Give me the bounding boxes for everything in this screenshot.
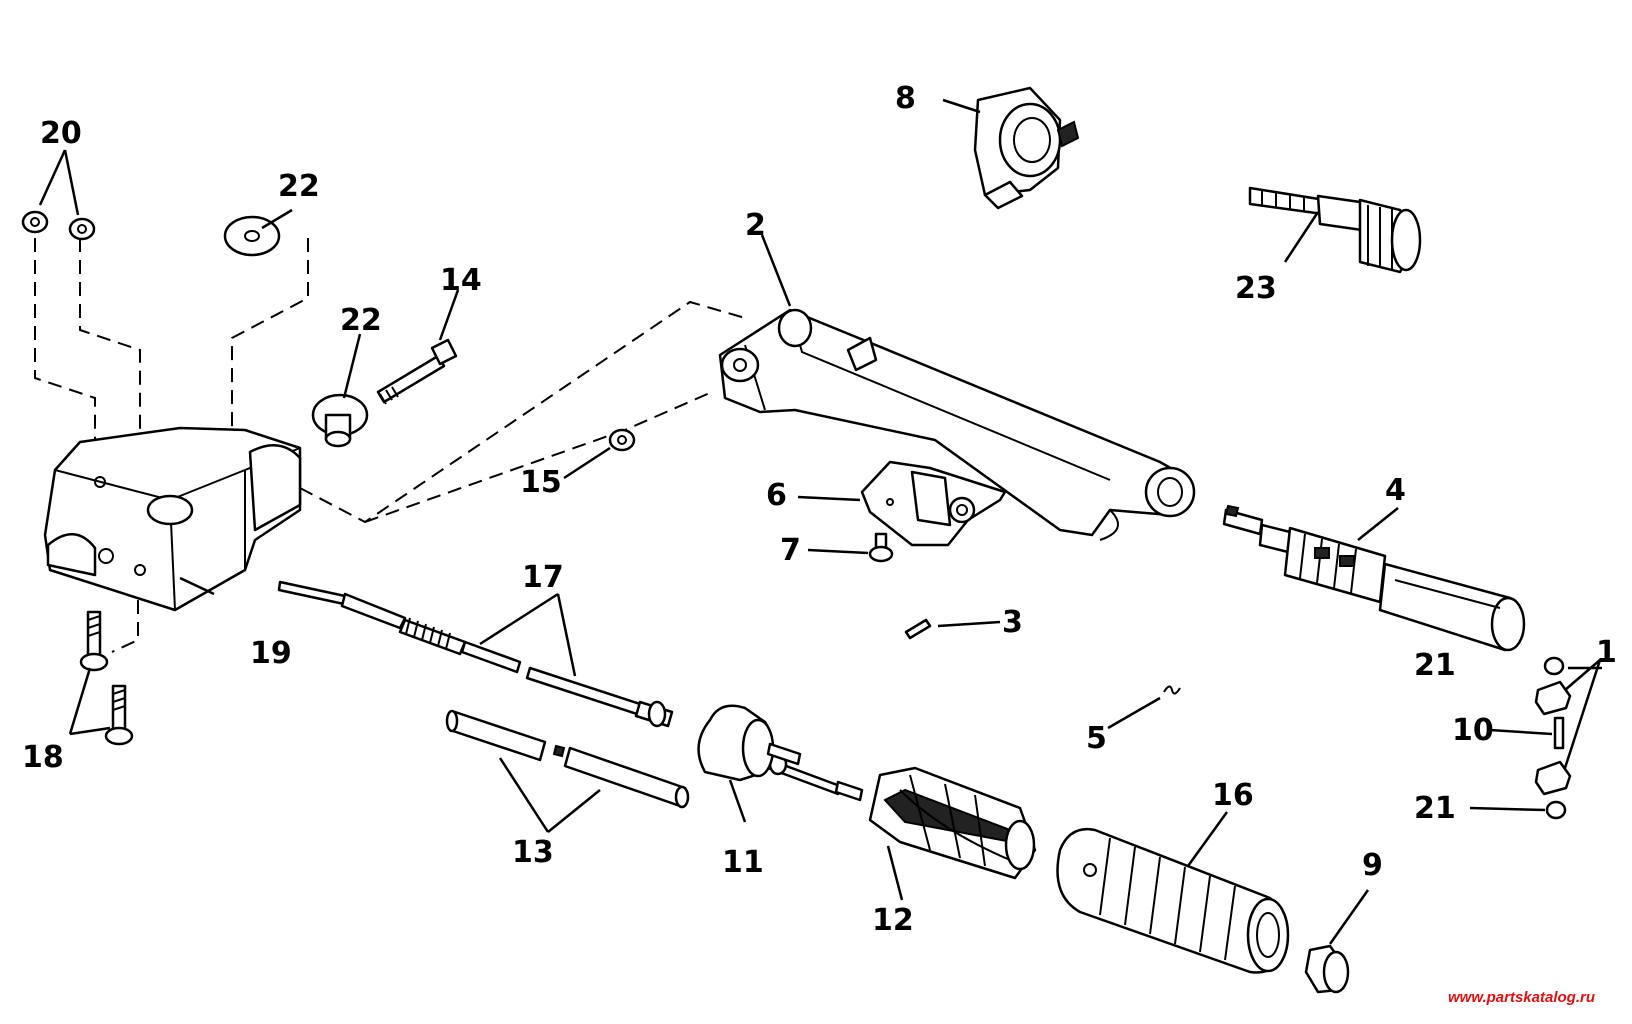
part-17-throttle-cable — [277, 580, 864, 802]
callout-2: 2 — [745, 208, 766, 243]
part-20-nuts — [21, 210, 96, 241]
callout-21-lower: 21 — [1414, 791, 1456, 826]
part-14-bolt — [376, 338, 458, 405]
part-1-block-lower — [1534, 760, 1572, 796]
part-2-tiller-arm — [718, 308, 1196, 541]
part-13-sleeves — [445, 709, 690, 809]
callout-16: 16 — [1212, 778, 1254, 813]
part-23-stop-switch — [1248, 186, 1422, 274]
callout-10: 10 — [1452, 713, 1494, 748]
part-8-friction-collar — [973, 86, 1080, 210]
callout-15: 15 — [520, 465, 562, 500]
part-21-nut-lower — [1545, 800, 1567, 820]
callout-17: 17 — [522, 560, 564, 595]
callout-20: 20 — [40, 116, 82, 151]
callout-22-lower: 22 — [340, 303, 382, 338]
part-19-bracket — [43, 426, 302, 612]
callout-9: 9 — [1362, 848, 1383, 883]
part-12-throttle-core — [868, 766, 1037, 880]
part-7-screw — [868, 532, 894, 563]
part-11-cable-housing — [697, 704, 802, 782]
leader-lines — [38, 98, 1602, 945]
part-4-throttle-shaft — [1222, 504, 1526, 652]
part-18-screws — [79, 610, 134, 746]
callout-4: 4 — [1385, 473, 1406, 508]
part-5-spring — [1163, 685, 1181, 695]
callout-3: 3 — [1002, 605, 1023, 640]
callout-1: 1 — [1596, 635, 1617, 670]
callout-22-upper: 22 — [278, 169, 320, 204]
part-6-bracket-plate — [860, 460, 1007, 547]
callout-7: 7 — [780, 533, 801, 568]
callout-6: 6 — [766, 478, 787, 513]
part-1-block-upper — [1534, 680, 1572, 716]
part-3-pin — [904, 618, 932, 640]
callout-13: 13 — [512, 835, 554, 870]
callout-14: 14 — [440, 263, 482, 298]
callout-19: 19 — [250, 636, 292, 671]
part-15-nut — [608, 428, 636, 452]
callout-8: 8 — [895, 81, 916, 116]
callout-12: 12 — [872, 903, 914, 938]
part-10-pin — [1553, 716, 1565, 750]
callout-18: 18 — [22, 740, 64, 775]
part-16-twist-grip — [1056, 827, 1290, 974]
callout-23: 23 — [1235, 271, 1277, 306]
part-22-bushing-lower — [311, 393, 369, 448]
callout-11: 11 — [722, 845, 764, 880]
watermark: www.partskatalog.ru — [1448, 989, 1595, 1006]
callout-21-upper: 21 — [1414, 648, 1456, 683]
callout-5: 5 — [1086, 721, 1107, 756]
callout-labels: 20 22 22 14 15 19 18 8 2 23 6 7 3 5 4 1 … — [22, 81, 1617, 938]
part-21-nut-upper — [1543, 656, 1565, 676]
part-9-end-cap — [1304, 944, 1350, 994]
